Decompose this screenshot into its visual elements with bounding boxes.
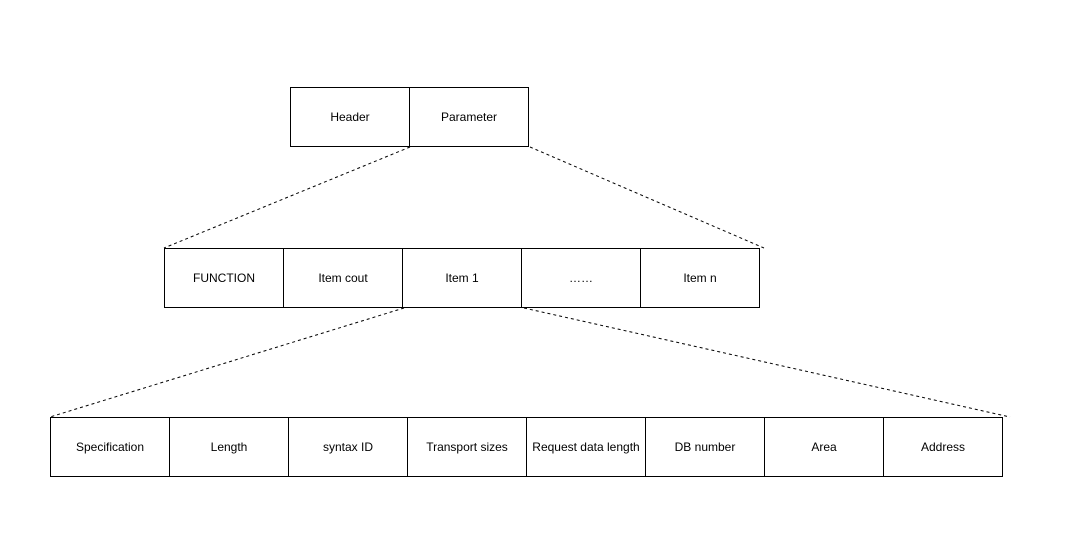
parameter-expand-left-line [163, 146, 411, 249]
item-n-box: Item n [640, 248, 760, 308]
header-box: Header [290, 87, 410, 147]
item1-expand-left-line [49, 307, 405, 418]
parameter-row: FUNCTION Item cout Item 1 …… Item n [164, 248, 760, 308]
area-box: Area [764, 417, 884, 477]
ellipsis-box: …… [521, 248, 641, 308]
specification-box: Specification [50, 417, 170, 477]
length-box: Length [169, 417, 289, 477]
item-count-box: Item cout [283, 248, 403, 308]
parameter-expand-right-line [529, 146, 765, 249]
function-box: FUNCTION [164, 248, 284, 308]
top-level-row: Header Parameter [290, 87, 529, 147]
db-number-box: DB number [645, 417, 765, 477]
transport-sizes-box: Transport sizes [407, 417, 527, 477]
item-1-box: Item 1 [402, 248, 522, 308]
item1-expand-right-line [523, 307, 1011, 418]
parameter-box: Parameter [409, 87, 529, 147]
address-box: Address [883, 417, 1003, 477]
syntax-id-box: syntax ID [288, 417, 408, 477]
item-row: Specification Length syntax ID Transport… [50, 417, 1003, 477]
request-data-length-box: Request data length [526, 417, 646, 477]
